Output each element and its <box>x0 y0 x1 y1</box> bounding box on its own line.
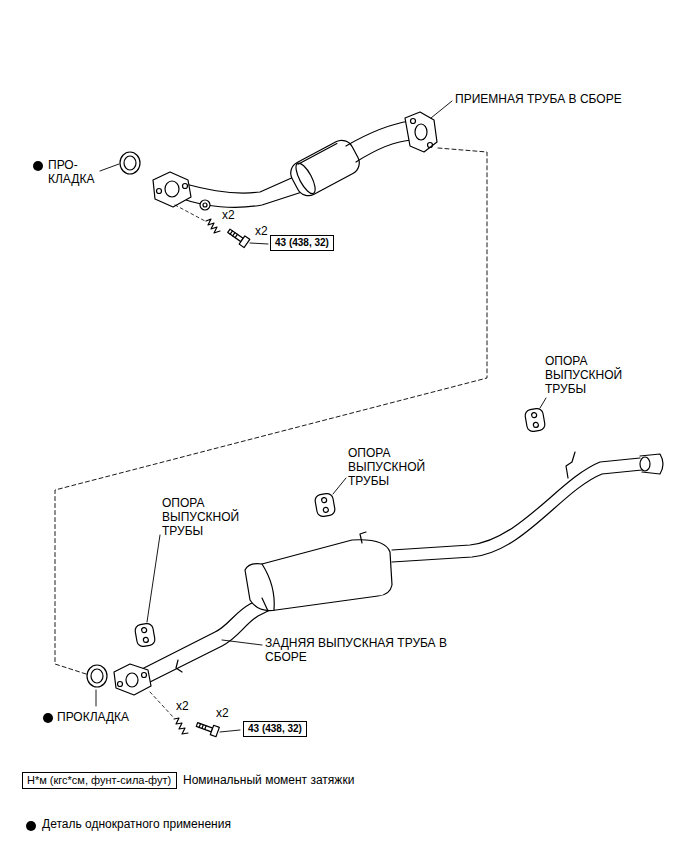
rear-pipe <box>114 452 663 695</box>
quantity: x2 <box>176 700 189 714</box>
gasket <box>87 665 107 687</box>
part-name: ОПОРА ВЫПУСКНОЙ ТРУБЫ <box>348 447 440 488</box>
gasket <box>120 152 140 174</box>
part-name: ПРО- КЛАДКА <box>48 159 104 187</box>
part-name: ОПОРА ВЫПУСКНОЙ ТРУБЫ <box>162 497 254 538</box>
legend-bullet <box>26 821 36 831</box>
leader-line <box>96 690 97 706</box>
leader-line <box>220 730 240 732</box>
part-name: ПРОКЛАДКА <box>57 711 129 725</box>
leader-line <box>147 535 160 622</box>
assembly-dashed-line <box>55 148 487 674</box>
box-text: 43 (438, 32) <box>275 237 329 249</box>
bolt <box>195 720 219 737</box>
leader-line <box>250 243 268 244</box>
part-name: ПРИЕМНАЯ ТРУБА В СБОРЕ <box>455 93 655 107</box>
single-use-bullet <box>33 161 43 171</box>
quantity: x2 <box>216 707 229 721</box>
box-text: 43 (438, 32) <box>248 723 302 735</box>
legend-text: Деталь однократного применения <box>42 818 231 832</box>
leader-line <box>333 478 346 494</box>
exhaust-mount <box>314 493 336 518</box>
box-text: Н*м (кгс*см, фунт-сила-фут) <box>27 774 172 787</box>
leader-line <box>100 164 119 171</box>
torque-box: 43 (438, 32) <box>243 721 307 737</box>
quantity: x2 <box>255 225 268 239</box>
bolt <box>226 227 250 248</box>
leader-line <box>431 101 452 118</box>
spring <box>174 718 188 734</box>
legend-text: Номинальный момент затяжки <box>183 774 354 788</box>
single-use-bullet <box>43 713 53 723</box>
front-pipe <box>153 112 437 210</box>
leader-line <box>540 398 546 408</box>
torque-box: 43 (438, 32) <box>270 235 334 251</box>
exhaust-mount <box>524 408 546 433</box>
exhaust-mount <box>134 623 156 648</box>
part-name: ОПОРА ВЫПУСКНОЙ ТРУБЫ <box>545 355 637 396</box>
spring <box>206 219 220 233</box>
part-name: ЗАДНЯЯ ВЫПУСКНАЯ ТРУБА В СБОРЕ <box>265 637 470 665</box>
leader-line <box>222 640 262 645</box>
quantity: x2 <box>222 209 235 223</box>
legend-torque-box: Н*м (кгс*см, фунт-сила-фут) <box>22 772 177 789</box>
